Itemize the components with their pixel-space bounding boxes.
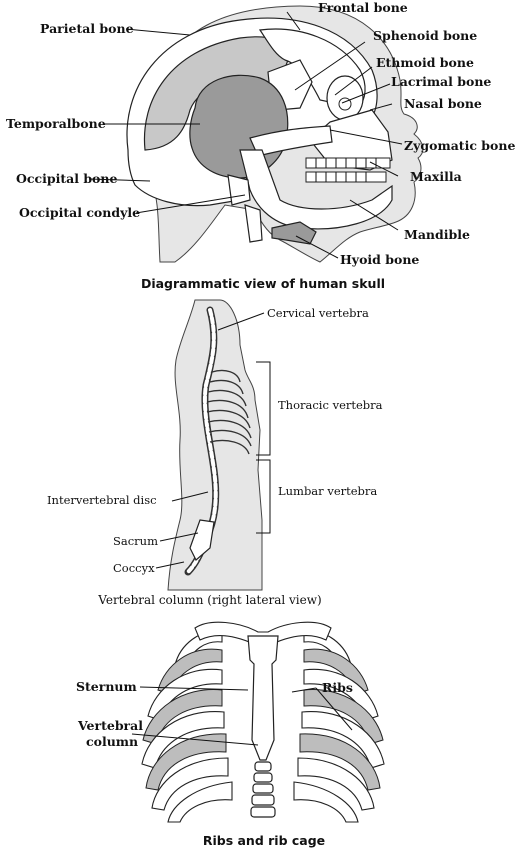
spine-figure	[168, 300, 262, 590]
label-ethmoid-bone: Ethmoid bone	[376, 55, 474, 70]
ribcage-figure	[142, 622, 384, 822]
caption-spine: Vertebral column (right lateral view)	[97, 593, 321, 607]
label-lacrimal-bone: Lacrimal bone	[391, 74, 491, 89]
vertebral-column-rib	[251, 762, 275, 817]
skull-figure	[127, 6, 423, 262]
label-frontal-bone: Frontal bone	[318, 0, 408, 15]
label-occipital-bone: Occipital bone	[16, 171, 117, 186]
neck-vertebrae	[245, 205, 262, 242]
caption-skull: Diagrammatic view of human skull	[141, 276, 385, 291]
caption-ribcage: Ribs and rib cage	[203, 833, 325, 848]
label-vertebral-column-2: column	[86, 734, 138, 749]
label-thoracic-vertebra: Thoracic vertebra	[278, 398, 383, 412]
label-mandible: Mandible	[404, 227, 470, 242]
label-parietal-bone: Parietal bone	[40, 21, 134, 36]
label-lumbar-vertebra: Lumbar vertebra	[278, 484, 377, 498]
label-occipital-condyle: Occipital condyle	[19, 205, 140, 220]
label-coccyx: Coccyx	[113, 561, 155, 575]
temporal-bone	[190, 75, 288, 178]
label-sphenoid-bone: Sphenoid bone	[373, 28, 477, 43]
occipital-condyle	[228, 175, 250, 205]
label-hyoid-bone: Hyoid bone	[340, 252, 419, 267]
label-sternum: Sternum	[76, 679, 137, 694]
label-intervertebral-disc: Intervertebral disc	[47, 493, 157, 507]
label-maxilla: Maxilla	[410, 169, 462, 184]
label-nasal-bone: Nasal bone	[404, 96, 482, 111]
label-cervical-vertebra: Cervical vertebra	[267, 306, 369, 320]
label-sacrum: Sacrum	[113, 534, 158, 548]
label-temporal-bone: Temporalbone	[6, 116, 106, 131]
label-zygomatic-bone: Zygomatic bone	[404, 138, 515, 153]
label-ribs: Ribs	[322, 680, 353, 695]
label-vertebral-column-1: Vertebral	[77, 718, 143, 733]
sternum	[248, 636, 278, 760]
